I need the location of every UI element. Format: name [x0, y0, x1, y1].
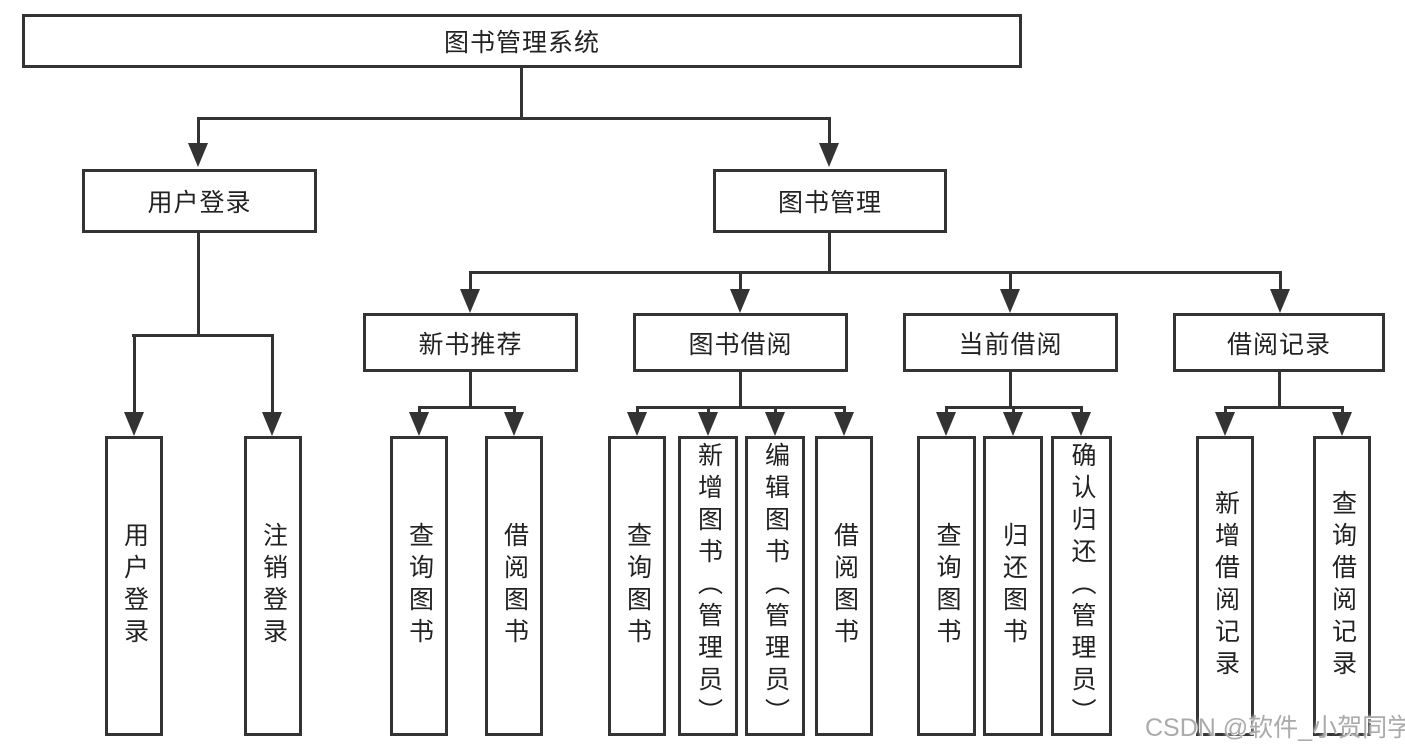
- connector-vline: [774, 406, 777, 414]
- leaf-user-login: 用户登录: [105, 436, 163, 736]
- connector-hline: [197, 117, 831, 120]
- connector-vline: [469, 271, 472, 289]
- arrow-down: [188, 143, 208, 167]
- node-book-borrow: 图书借阅: [633, 313, 848, 372]
- arrow-down: [124, 412, 144, 436]
- node-current-borrow: 当前借阅: [903, 313, 1118, 372]
- node-user-login: 用户登录: [82, 169, 317, 233]
- arrow-down: [1332, 412, 1352, 436]
- connector-vline: [418, 406, 421, 414]
- node-root: 图书管理系统: [22, 14, 1022, 68]
- arrow-down: [819, 143, 839, 167]
- leaf-query-books-borrow: 查询图书: [608, 436, 666, 736]
- connector-hline: [1224, 406, 1344, 409]
- node-new-book-recommend: 新书推荐: [363, 313, 578, 372]
- connector-vline: [739, 271, 742, 289]
- leaf-query-books-current: 查询图书: [917, 436, 976, 736]
- connector-vline: [1012, 406, 1015, 414]
- connector-vline: [1279, 271, 1282, 289]
- leaf-borrow-books-recommend: 借阅图书: [485, 436, 543, 736]
- connector-vline: [1009, 271, 1012, 289]
- connector-vline: [739, 372, 742, 406]
- connector-vline: [1341, 406, 1344, 414]
- leaf-borrow-books: 借阅图书: [815, 436, 873, 736]
- arrow-down: [1270, 289, 1290, 313]
- connector-vline: [945, 406, 948, 414]
- arrow-down: [1071, 412, 1091, 436]
- arrow-down: [698, 412, 718, 436]
- connector-vline: [1009, 372, 1012, 406]
- leaf-edit-book-admin: 编辑图书（管理员）: [745, 436, 805, 736]
- connector-vline: [1224, 406, 1227, 414]
- arrow-down: [627, 412, 647, 436]
- arrow-down: [936, 412, 956, 436]
- leaf-query-borrow-record: 查询借阅记录: [1313, 436, 1371, 736]
- arrow-down: [1003, 412, 1023, 436]
- connector-vline: [1080, 406, 1083, 414]
- connector-hline: [469, 271, 1282, 274]
- leaf-query-books-recommend: 查询图书: [390, 436, 448, 736]
- arrow-down: [262, 412, 282, 436]
- arrow-down: [504, 412, 524, 436]
- leaf-add-book-admin: 新增图书（管理员）: [678, 436, 738, 736]
- connector-vline: [828, 117, 831, 145]
- arrow-down: [765, 412, 785, 436]
- arrow-down: [1000, 289, 1020, 313]
- connector-vline: [1278, 372, 1281, 406]
- node-borrow-records: 借阅记录: [1173, 313, 1385, 372]
- connector-vline: [843, 406, 846, 414]
- connector-vline: [133, 334, 136, 412]
- connector-hline: [132, 334, 274, 337]
- leaf-confirm-return-admin: 确认归还（管理员）: [1051, 436, 1112, 736]
- arrow-down: [834, 412, 854, 436]
- connector-vline: [469, 372, 472, 406]
- leaf-add-borrow-record: 新增借阅记录: [1196, 436, 1254, 736]
- arrow-down: [460, 289, 480, 313]
- connector-vline: [636, 406, 639, 414]
- arrow-down: [730, 289, 750, 313]
- connector-vline: [828, 233, 831, 271]
- connector-vline: [513, 406, 516, 414]
- leaf-return-book: 归还图书: [983, 436, 1043, 736]
- arrow-down: [1215, 412, 1235, 436]
- connector-vline: [197, 117, 200, 145]
- connector-vline: [271, 334, 274, 412]
- connector-hline: [418, 406, 516, 409]
- connector-hline: [636, 406, 845, 409]
- connector-vline: [520, 68, 523, 118]
- node-book-mgmt: 图书管理: [713, 169, 947, 233]
- connector-vline: [707, 406, 710, 414]
- csdn-watermark: CSDN @软件_小贺同学: [1145, 714, 1405, 742]
- connector-vline: [197, 233, 200, 334]
- leaf-logout: 注销登录: [244, 436, 302, 736]
- arrow-down: [409, 412, 429, 436]
